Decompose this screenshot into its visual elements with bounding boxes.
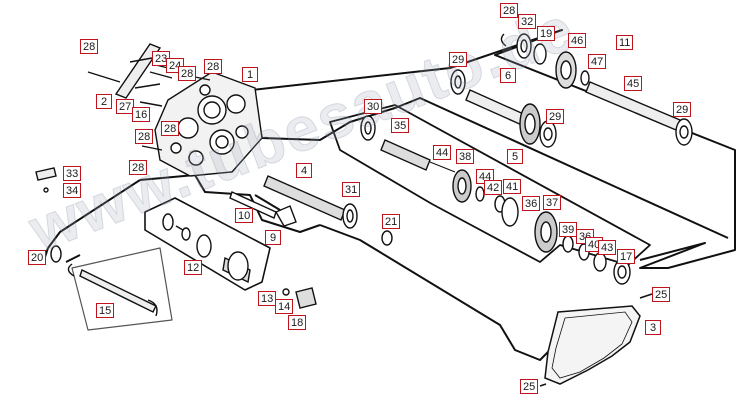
gear-bracket-outline [144, 197, 271, 291]
gearbox-housing [154, 71, 263, 177]
part-number-label: 9 [265, 230, 281, 245]
part-number-label: 35 [391, 118, 410, 133]
part-number-label: 41 [503, 179, 522, 194]
part-number-label: 5 [507, 149, 523, 164]
part-number-label: 3 [645, 320, 661, 335]
part-number-label: 16 [132, 107, 151, 122]
part-number-label: 11 [616, 35, 634, 50]
shaft-5-group [360, 115, 631, 285]
part-number-label: 10 [235, 208, 254, 223]
part-number-label: 29 [673, 102, 692, 117]
part-number-label: 6 [500, 68, 516, 83]
shaft-group-outline [329, 104, 651, 266]
part-number-label: 38 [456, 149, 475, 164]
output-shaft-group [450, 33, 693, 146]
part-number-label: 30 [364, 99, 383, 114]
part-number-label: 45 [624, 76, 643, 91]
part-number-label: 37 [543, 195, 562, 210]
part-number-label: 28 [135, 129, 154, 144]
part-number-label: 31 [342, 182, 361, 197]
part-number-label: 1 [242, 67, 258, 82]
small-parts [35, 167, 317, 309]
part-number-label: 12 [184, 260, 203, 275]
part-number-label: 4 [296, 163, 312, 178]
part-number-label: 47 [588, 54, 607, 69]
gear-group-12 [162, 213, 251, 284]
part-number-label: 25 [652, 287, 671, 302]
part-number-label: 39 [559, 222, 578, 237]
shaft-4 [229, 175, 393, 246]
part-number-label: 33 [63, 166, 82, 181]
part-number-label: 19 [537, 26, 556, 41]
part-number-label: 28 [500, 3, 519, 18]
part-number-label: 23 [152, 51, 171, 66]
part-number-label: 21 [382, 214, 401, 229]
part-number-label: 28 [178, 66, 197, 81]
part-number-label: 46 [568, 33, 587, 48]
part-number-label: 29 [449, 52, 468, 67]
shaft-6 [465, 89, 557, 148]
part-number-label: 17 [617, 249, 636, 264]
part-number-label: 28 [129, 160, 148, 175]
part-number-label: 43 [598, 240, 617, 255]
part-number-label: 28 [161, 121, 180, 136]
part-number-label: 14 [275, 299, 294, 314]
part-number-label: 25 [520, 379, 539, 394]
side-cover [539, 293, 653, 387]
part-number-label: 27 [116, 99, 135, 114]
part-number-label: 2 [96, 94, 112, 109]
bracket-and-bolts [87, 43, 211, 151]
part-number-label: 15 [96, 303, 115, 318]
part-number-label: 13 [258, 291, 277, 306]
shaft-15-outline [71, 247, 173, 331]
part-number-label: 20 [28, 250, 47, 265]
part-number-label: 44 [433, 145, 452, 160]
part-number-label: 18 [288, 315, 307, 330]
part-number-label: 36 [522, 196, 541, 211]
part-number-label: 28 [204, 59, 223, 74]
part-number-label: 42 [484, 180, 503, 195]
lower-frame [47, 174, 556, 361]
part-number-label: 32 [518, 14, 537, 29]
shaft-15 [50, 245, 158, 317]
part-number-label: 29 [546, 109, 565, 124]
part-number-label: 28 [80, 39, 99, 54]
part-number-label: 34 [63, 183, 82, 198]
